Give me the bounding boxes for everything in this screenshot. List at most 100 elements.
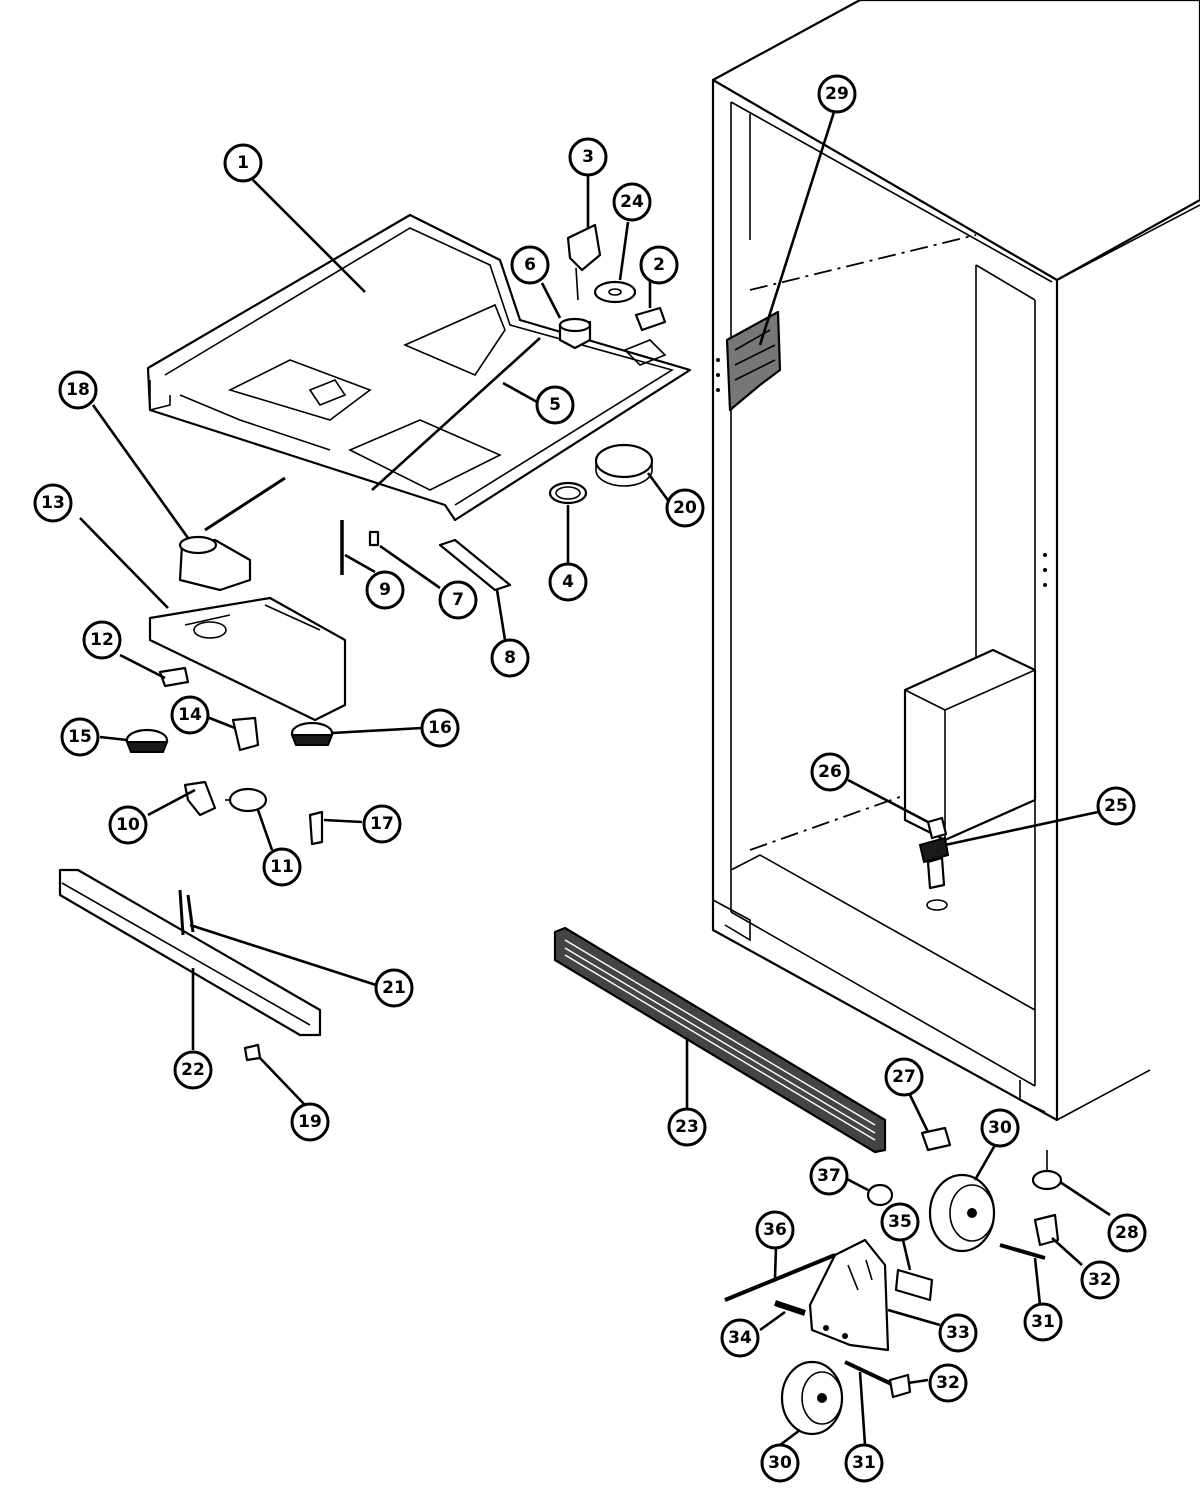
callout-6: 6	[510, 245, 550, 285]
svg-text:33: 33	[946, 1323, 970, 1343]
wheel-top-part	[928, 1173, 996, 1253]
leveler-nut-part	[1031, 1150, 1063, 1191]
callout-20: 20	[665, 488, 705, 528]
callout-9: 9	[365, 570, 405, 610]
wire-part	[178, 889, 195, 936]
callout-29: 29	[817, 74, 857, 114]
callout-18: 18	[58, 370, 98, 410]
svg-text:23: 23	[675, 1117, 699, 1137]
bushing-part	[866, 1183, 894, 1207]
socket-part	[125, 728, 169, 753]
toe-grille-part	[553, 926, 887, 1154]
clip-part	[634, 306, 667, 332]
svg-text:3: 3	[582, 147, 594, 167]
svg-text:10: 10	[116, 815, 140, 835]
callouts: 1 2 3 4 5 6 7 8 9 10 11 12 13 14 15 16 1…	[33, 74, 1147, 1483]
callout-25: 25	[1096, 786, 1136, 826]
callout-32-bottom: 32	[928, 1363, 968, 1403]
svg-text:27: 27	[892, 1067, 916, 1087]
svg-text:14: 14	[178, 705, 202, 725]
svg-text:26: 26	[818, 762, 842, 782]
svg-text:13: 13	[41, 493, 65, 513]
svg-text:30: 30	[988, 1118, 1012, 1138]
svg-text:11: 11	[270, 857, 294, 877]
callout-17: 17	[362, 804, 402, 844]
ring-part	[548, 481, 588, 505]
svg-text:24: 24	[620, 192, 644, 212]
callout-16: 16	[420, 708, 460, 748]
refrigerator-cabinet	[711, 0, 1200, 1122]
svg-text:8: 8	[504, 648, 516, 668]
callout-12: 12	[82, 620, 122, 660]
callout-28: 28	[1107, 1213, 1147, 1253]
leader-lines	[79, 111, 1111, 1447]
svg-text:15: 15	[68, 727, 92, 747]
roller-clip-part	[920, 1126, 952, 1152]
svg-text:32: 32	[1088, 1270, 1112, 1290]
callout-1: 1	[223, 143, 263, 183]
callout-14: 14	[170, 695, 210, 735]
svg-text:18: 18	[66, 380, 90, 400]
svg-text:29: 29	[825, 84, 849, 104]
svg-text:21: 21	[382, 978, 406, 998]
foil-tape-part	[725, 310, 782, 412]
svg-text:22: 22	[181, 1060, 205, 1080]
svg-text:34: 34	[728, 1328, 752, 1348]
svg-text:17: 17	[370, 814, 394, 834]
callout-30-top: 30	[980, 1108, 1020, 1148]
callout-5: 5	[535, 385, 575, 425]
svg-text:2: 2	[653, 255, 665, 275]
pad-part	[894, 1268, 934, 1302]
svg-text:6: 6	[524, 255, 536, 275]
callout-11: 11	[262, 847, 302, 887]
callout-31-bottom: 31	[844, 1443, 884, 1483]
screw-part	[368, 530, 380, 547]
roller-bracket-part	[808, 1238, 890, 1352]
callout-10: 10	[108, 805, 148, 845]
pin-part	[774, 1300, 806, 1316]
light-housing-part	[148, 596, 347, 722]
cap-part	[594, 443, 654, 487]
svg-text:12: 12	[90, 630, 114, 650]
socket-right-part	[290, 721, 334, 746]
callout-32-top: 32	[1080, 1260, 1120, 1300]
callout-13: 13	[33, 483, 73, 523]
callout-30-bottom: 30	[760, 1443, 800, 1483]
wheel-bottom-part	[780, 1360, 844, 1436]
callout-4: 4	[548, 562, 588, 602]
svg-text:31: 31	[1031, 1312, 1055, 1332]
svg-text:37: 37	[817, 1166, 841, 1186]
callout-31-top: 31	[1023, 1302, 1063, 1342]
svg-text:16: 16	[428, 718, 452, 738]
lamp-socket-part	[183, 780, 217, 817]
svg-text:4: 4	[562, 572, 574, 592]
sensing-rod-part	[371, 337, 541, 491]
svg-text:30: 30	[768, 1453, 792, 1473]
callout-21: 21	[374, 968, 414, 1008]
svg-text:19: 19	[298, 1112, 322, 1132]
callout-24: 24	[612, 182, 652, 222]
strip-part	[438, 538, 512, 592]
callout-22: 22	[173, 1050, 213, 1090]
retainer-top-part	[1033, 1213, 1060, 1247]
svg-text:5: 5	[549, 395, 561, 415]
trim-screw-part	[243, 1043, 262, 1062]
bracket-part	[566, 223, 602, 301]
knob-part	[558, 317, 592, 350]
svg-text:1: 1	[237, 153, 249, 173]
svg-text:32: 32	[936, 1373, 960, 1393]
small-screw-part	[308, 810, 324, 846]
bolt-part	[724, 1253, 836, 1302]
callout-23: 23	[667, 1107, 707, 1147]
callout-35: 35	[880, 1202, 920, 1242]
leveler-part	[918, 836, 950, 911]
callout-33: 33	[938, 1313, 978, 1353]
callout-8: 8	[490, 638, 530, 678]
svg-text:7: 7	[452, 590, 464, 610]
callout-37: 37	[809, 1156, 849, 1196]
callout-36: 36	[755, 1210, 795, 1250]
svg-text:31: 31	[852, 1453, 876, 1473]
axle-top-part	[999, 1243, 1046, 1260]
retainer-bottom-part	[888, 1373, 912, 1399]
